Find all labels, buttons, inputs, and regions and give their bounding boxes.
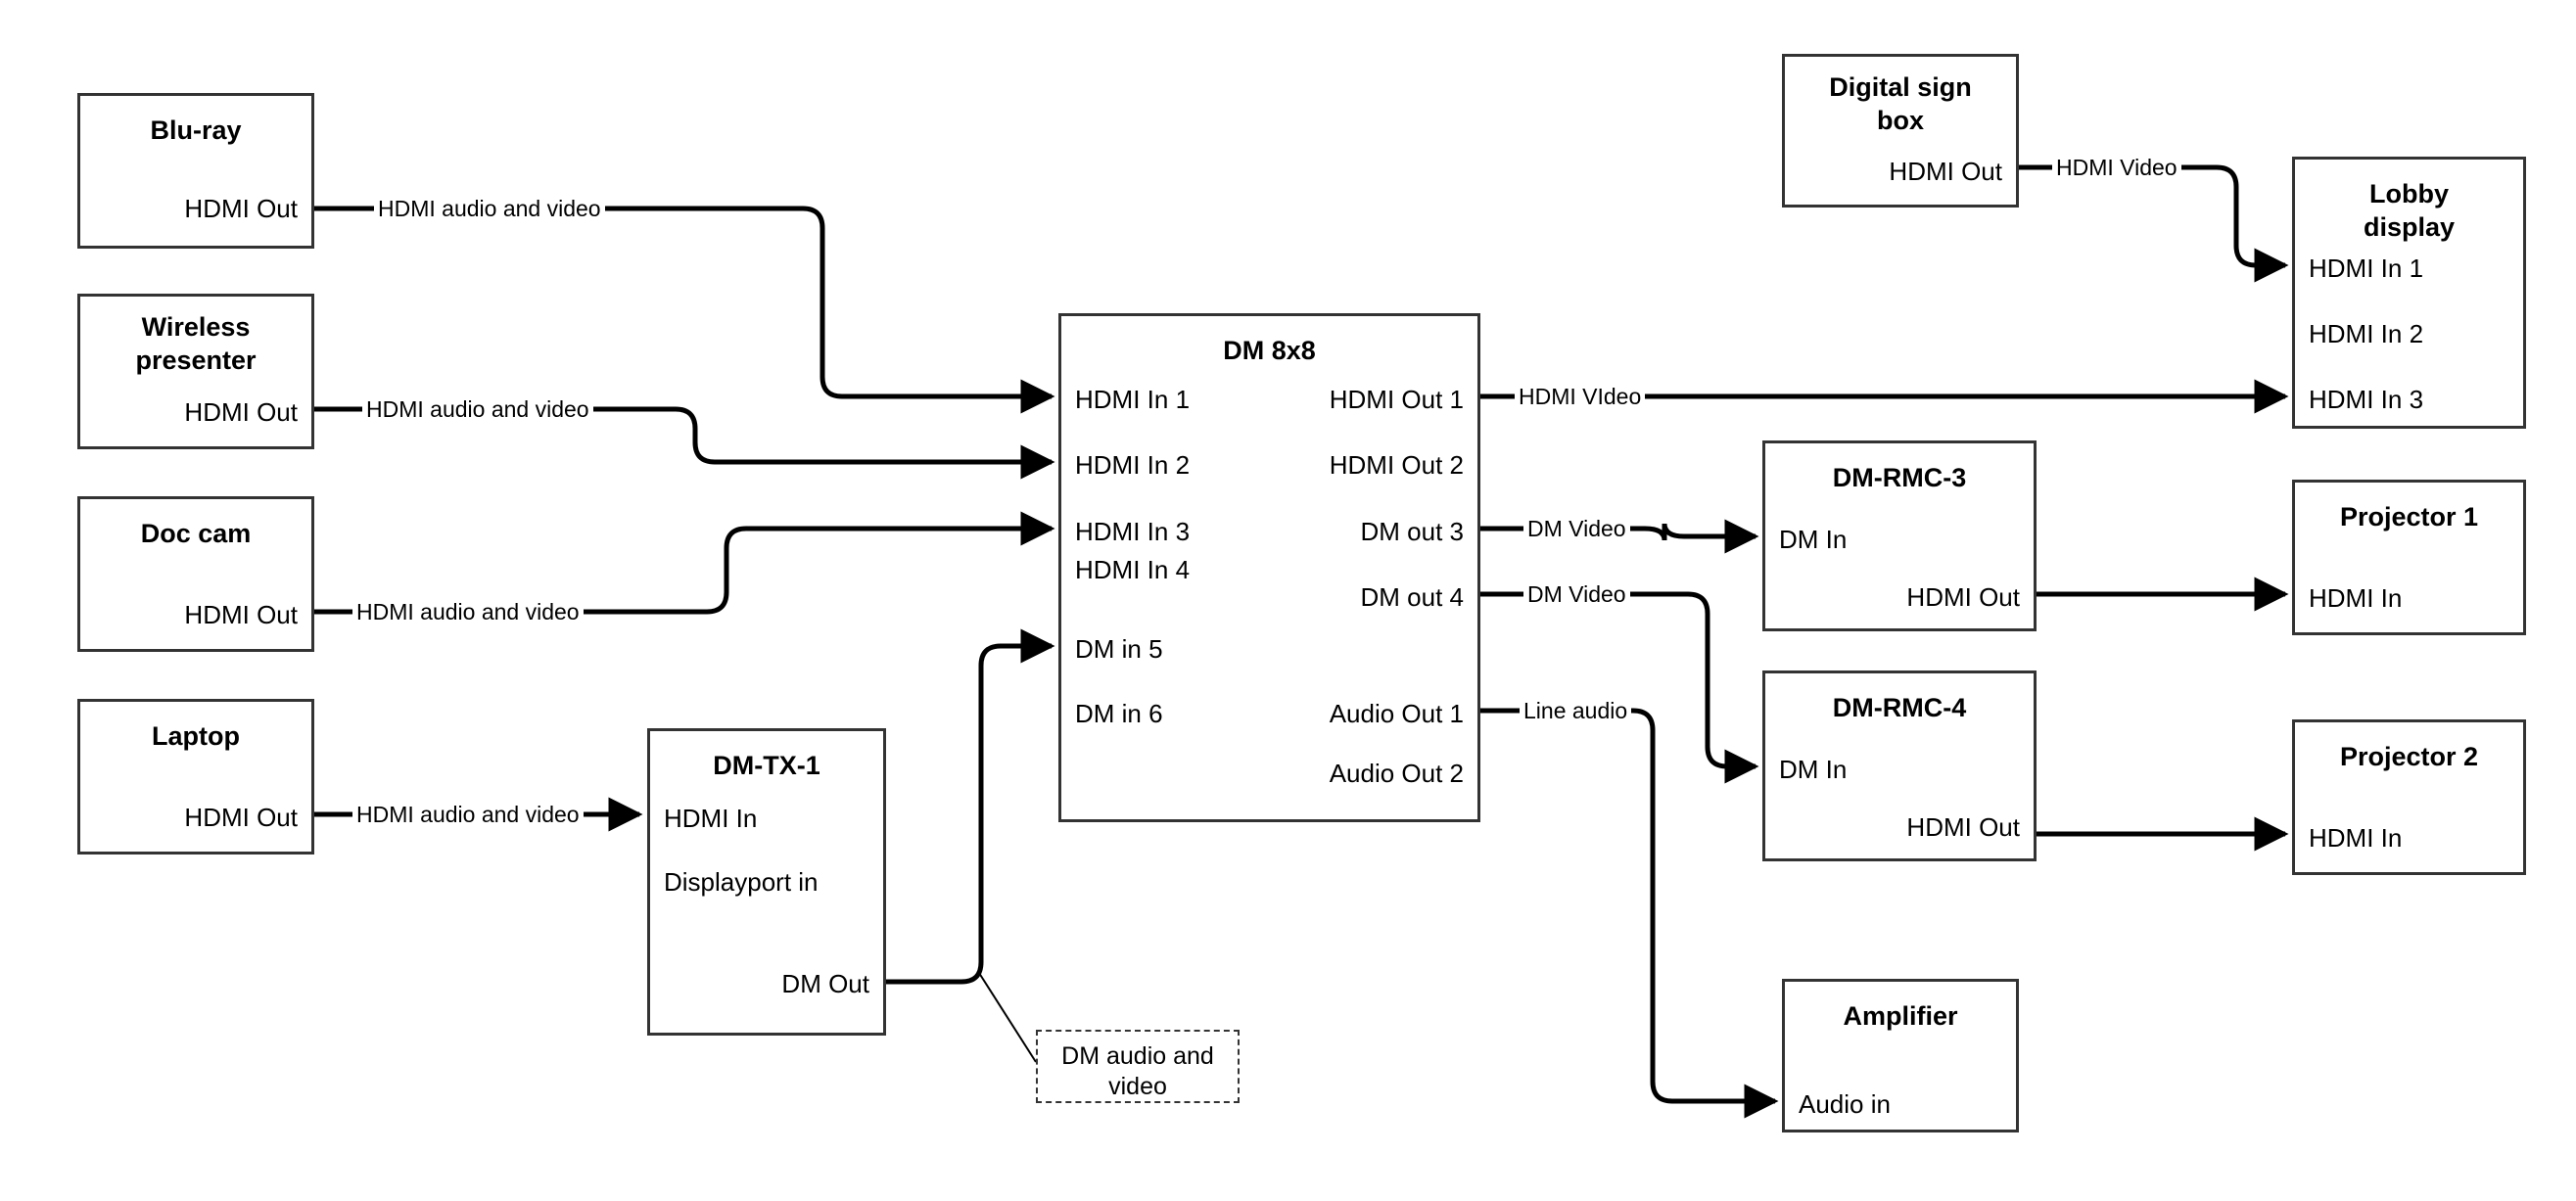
node-projector-1[interactable]: Projector 1 HDMI In xyxy=(2292,480,2526,635)
wire-label-line-audio: Line audio xyxy=(1520,698,1632,723)
node-dm-rmc-3-title: DM-RMC-3 xyxy=(1832,463,1967,492)
node-bluray[interactable]: Blu-ray HDMI Out xyxy=(77,93,314,249)
node-dm-tx-1-title: DM-TX-1 xyxy=(713,751,820,780)
node-wireless-presenter-title-line2: presenter xyxy=(135,346,257,375)
wire-label-dm-video-4: DM Video xyxy=(1523,581,1630,607)
wire-signbox-to-lobby xyxy=(2019,164,2289,283)
wire-label-bluray: HDMI audio and video xyxy=(374,196,605,221)
node-dm-tx-1[interactable]: DM-TX-1 HDMI In Displayport in DM Out xyxy=(647,728,886,1036)
callout-dm-audio-and-video-text: DM audio and video xyxy=(1061,1042,1214,1100)
node-amplifier-port-audio-in[interactable]: Audio in xyxy=(1799,1089,1891,1119)
node-dm-8x8-port-hdmi-in-4[interactable]: HDMI In 4 xyxy=(1075,555,1191,584)
node-wireless-presenter-port-hdmi-out[interactable]: HDMI Out xyxy=(184,397,298,427)
node-projector-1-title: Projector 1 xyxy=(2339,502,2479,531)
node-dm-8x8-title: DM 8x8 xyxy=(1223,336,1316,365)
node-dm-8x8-port-hdmi-out-1[interactable]: HDMI Out 1 xyxy=(1329,385,1464,414)
node-laptop-port-hdmi-out[interactable]: HDMI Out xyxy=(184,803,298,832)
node-lobby-display[interactable]: Lobby display HDMI In 1 HDMI In 2 HDMI I… xyxy=(2292,157,2526,429)
node-doc-cam-title: Doc cam xyxy=(140,519,252,548)
node-lobby-display-port-hdmi-in-3[interactable]: HDMI In 3 xyxy=(2309,385,2424,414)
node-dm-8x8[interactable]: DM 8x8 HDMI In 1 HDMI In 2 HDMI In 3 HDM… xyxy=(1058,313,1480,822)
node-digital-sign-box[interactable]: Digital sign box HDMI Out xyxy=(1782,54,2019,208)
node-digital-sign-box-title-line1: Digital sign xyxy=(1829,72,1972,102)
wire-label-laptop: HDMI audio and video xyxy=(352,802,584,827)
node-dm-8x8-port-audio-out-2[interactable]: Audio Out 2 xyxy=(1329,759,1464,788)
node-dm-rmc-4-port-dm-in[interactable]: DM In xyxy=(1779,755,1848,784)
node-dm-rmc-4-title: DM-RMC-4 xyxy=(1832,693,1967,722)
node-dm-tx-1-port-hdmi-in[interactable]: HDMI In xyxy=(664,804,758,833)
node-doc-cam[interactable]: Doc cam HDMI Out xyxy=(77,496,314,652)
node-dm-8x8-port-dm-in-5[interactable]: DM in 5 xyxy=(1075,634,1163,664)
wire-callout-leader xyxy=(978,972,1037,1063)
node-amplifier[interactable]: Amplifier Audio in xyxy=(1782,979,2019,1132)
node-dm-rmc-3-port-hdmi-out[interactable]: HDMI Out xyxy=(1906,582,2020,612)
wire-label-doccam: HDMI audio and video xyxy=(352,599,584,624)
node-wireless-presenter[interactable]: Wireless presenter HDMI Out xyxy=(77,294,314,449)
node-digital-sign-box-title-line2: box xyxy=(1876,106,1924,135)
node-amplifier-title: Amplifier xyxy=(1843,1001,1958,1031)
node-lobby-display-title-line2: display xyxy=(2363,212,2456,242)
node-dm-8x8-port-dm-out-3[interactable]: DM out 3 xyxy=(1360,517,1465,546)
wire-dm8x8-to-rmc4 xyxy=(1480,591,1759,784)
node-dm-rmc-4[interactable]: DM-RMC-4 DM In HDMI Out xyxy=(1762,670,2037,861)
wire-label-hdmi-video-out1: HDMI VIdeo xyxy=(1515,384,1646,409)
node-projector-2-port-hdmi-in[interactable]: HDMI In xyxy=(2309,823,2403,853)
node-dm-8x8-port-hdmi-in-3[interactable]: HDMI In 3 xyxy=(1075,517,1191,546)
node-projector-1-port-hdmi-in[interactable]: HDMI In xyxy=(2309,583,2403,613)
node-dm-tx-1-port-dm-out[interactable]: DM Out xyxy=(781,969,869,998)
node-doc-cam-port-hdmi-out[interactable]: HDMI Out xyxy=(184,600,298,629)
node-digital-sign-box-port-hdmi-out[interactable]: HDMI Out xyxy=(1889,157,2002,186)
node-lobby-display-port-hdmi-in-1[interactable]: HDMI In 1 xyxy=(2309,254,2424,283)
callout-dm-audio-and-video: DM audio and video xyxy=(1036,1030,1240,1103)
node-dm-rmc-3-port-dm-in[interactable]: DM In xyxy=(1779,525,1848,554)
node-lobby-display-title-line1: Lobby xyxy=(2369,179,2449,208)
node-dm-tx-1-port-displayport-in[interactable]: Displayport in xyxy=(664,867,819,897)
node-laptop-title: Laptop xyxy=(152,721,240,751)
node-dm-8x8-port-dm-out-4[interactable]: DM out 4 xyxy=(1360,582,1465,612)
wire-dm8x8-to-amplifier xyxy=(1480,708,1779,1119)
wire-dmtx1-to-dm8x8 xyxy=(886,628,1055,985)
node-dm-rmc-4-port-hdmi-out[interactable]: HDMI Out xyxy=(1906,812,2020,842)
wire-label-dm-video-3: DM Video xyxy=(1523,516,1630,541)
node-wireless-presenter-title-line1: Wireless xyxy=(141,312,251,342)
node-laptop[interactable]: Laptop HDMI Out xyxy=(77,699,314,855)
wire-label-wireless: HDMI audio and video xyxy=(362,396,593,422)
node-lobby-display-port-hdmi-in-2[interactable]: HDMI In 2 xyxy=(2309,319,2424,348)
wire-bluray-to-dm8x8 xyxy=(313,206,1055,414)
node-dm-rmc-3[interactable]: DM-RMC-3 DM In HDMI Out xyxy=(1762,440,2037,631)
node-projector-2-title: Projector 2 xyxy=(2339,742,2479,771)
node-bluray-title: Blu-ray xyxy=(150,115,242,145)
node-dm-8x8-port-dm-in-6[interactable]: DM in 6 xyxy=(1075,699,1163,728)
wire-label-hdmi-video-sign: HDMI Video xyxy=(2052,155,2181,180)
node-dm-8x8-port-hdmi-out-2[interactable]: HDMI Out 2 xyxy=(1329,450,1464,480)
node-dm-8x8-port-hdmi-in-1[interactable]: HDMI In 1 xyxy=(1075,385,1191,414)
node-dm-8x8-port-hdmi-in-2[interactable]: HDMI In 2 xyxy=(1075,450,1191,480)
node-projector-2[interactable]: Projector 2 HDMI In xyxy=(2292,719,2526,875)
node-bluray-port-hdmi-out[interactable]: HDMI Out xyxy=(184,194,298,223)
node-dm-8x8-port-audio-out-1[interactable]: Audio Out 1 xyxy=(1329,699,1464,728)
